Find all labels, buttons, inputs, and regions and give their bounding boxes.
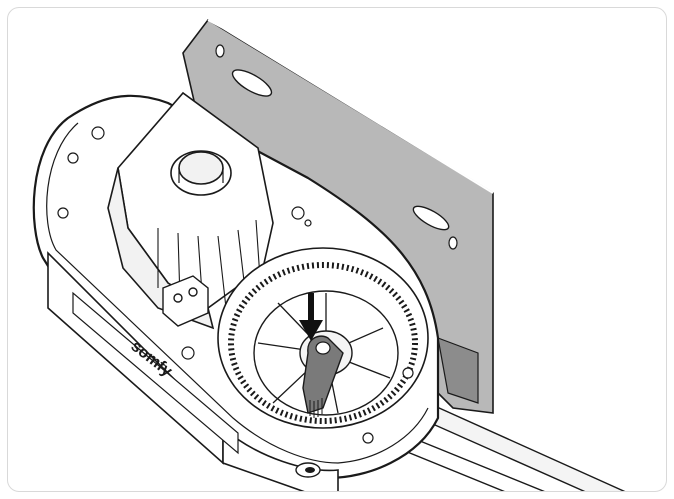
arrow-down-icon xyxy=(299,293,323,341)
motor-body xyxy=(107,91,274,330)
release-lever xyxy=(302,335,344,418)
illustration-frame: somfy xyxy=(7,7,667,492)
motor-unit-illustration: somfy xyxy=(32,18,626,491)
housing-screws xyxy=(57,126,414,444)
terminal-block xyxy=(162,275,209,327)
